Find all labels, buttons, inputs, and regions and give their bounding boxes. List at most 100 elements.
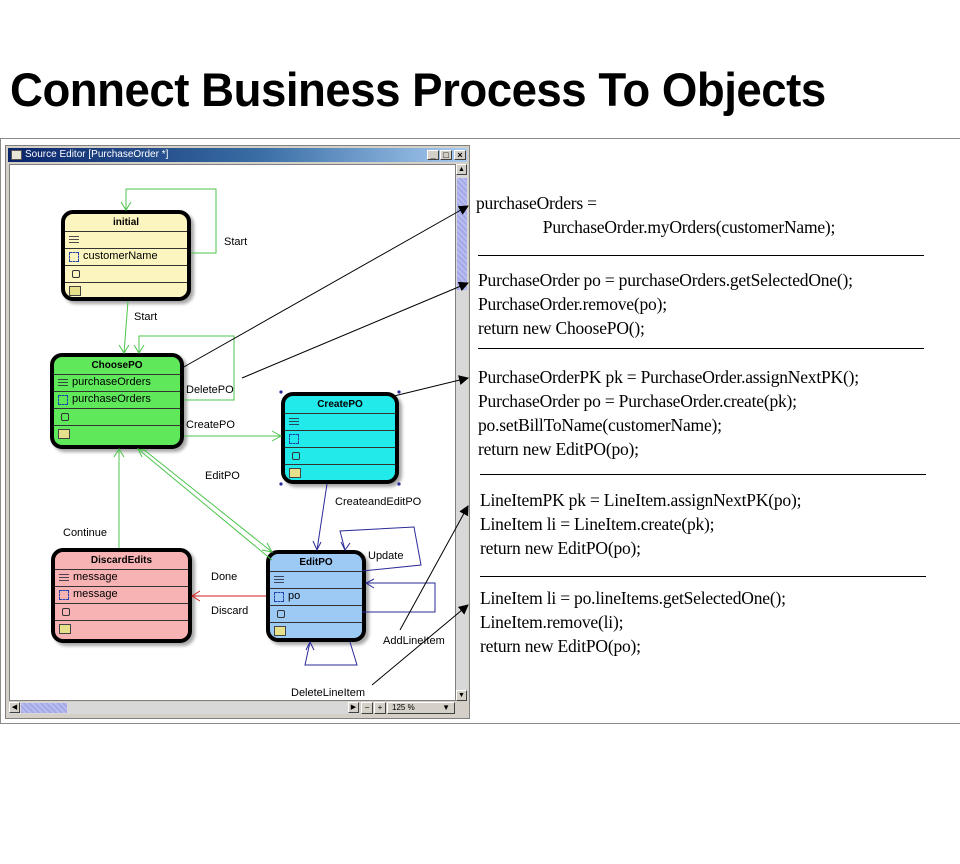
selection-handle [279,482,283,486]
transition-label-create-po[interactable]: CreatePO [186,419,235,431]
state-row-data[interactable] [270,605,362,622]
horizontal-scrollbar[interactable]: ◀ ▶ [9,702,359,714]
code-block-start: purchaseOrders = PurchaseOrder.myOrders(… [476,193,836,237]
arrowhead [191,590,201,602]
scroll-up-button[interactable]: ▲ [456,164,467,175]
state-row-actions[interactable] [65,231,187,248]
state-row-pages[interactable] [285,464,395,480]
state-row-actions[interactable] [270,571,362,588]
list-icon [59,572,69,583]
page-icon [59,623,71,634]
state-name: initial [112,217,140,228]
state-row-variables[interactable]: purchaseOrders [54,391,180,408]
scroll-right-button[interactable]: ▶ [348,702,359,713]
transition-label-edit-po[interactable]: EditPO [205,470,240,482]
transition-create-and-edit-po [316,483,328,551]
separator [478,255,924,256]
state-row-variables[interactable] [285,430,395,447]
database-icon [277,609,285,618]
state-name: EditPO [299,557,333,568]
list-icon [289,416,299,427]
database-icon [61,412,69,421]
window-title: Source Editor [PurchaseOrder *] [25,149,169,160]
scroll-left-button[interactable]: ◀ [9,702,20,713]
database-icon [72,269,80,278]
arrowhead [364,578,375,589]
page-icon [69,285,81,296]
transition-start [123,300,129,354]
transition-start-loop [125,188,217,254]
selection-handle [397,482,401,486]
code-block-create-po: PurchaseOrderPK pk = PurchaseOrder.assig… [478,367,859,459]
page-icon [58,428,70,439]
database-icon [292,451,300,460]
state-edit-po[interactable]: EditPO po [266,550,366,642]
transition-label-done[interactable]: Done [211,571,238,583]
arrowhead [137,448,148,458]
code-block-delete-line-item: LineItem li = po.lineItems.getSelectedOn… [480,588,786,656]
selection-handle [397,390,401,394]
horizontal-scroll-thumb[interactable] [21,703,67,713]
maximize-button[interactable]: □ [440,150,452,160]
arrowhead [118,344,130,354]
state-row-actions[interactable] [285,413,395,430]
zoom-in-button[interactable]: + [374,702,386,714]
state-row-pages[interactable] [55,620,188,637]
state-choose-po[interactable]: ChoosePO purchaseOrders purchaseOrders [50,353,184,449]
state-row-actions[interactable]: purchaseOrders [54,374,180,391]
page-icon [289,467,301,478]
zoom-out-button[interactable]: − [361,702,373,714]
zoom-level-select[interactable]: 125 %▼ [387,702,455,714]
state-row-data[interactable] [285,447,395,464]
state-create-po[interactable]: CreatePO [281,392,399,484]
vertical-scroll-thumb[interactable] [457,178,467,290]
vertical-scrollbar[interactable]: ▲ ▼ [456,164,468,701]
transition-label-continue[interactable]: Continue [63,527,108,539]
window-titlebar[interactable]: Source Editor [PurchaseOrder *] _ □ × [8,148,467,162]
state-row-actions[interactable]: message [55,569,188,586]
state-row-variables[interactable]: customerName [65,248,187,265]
transition-label-update[interactable]: Update [368,550,404,562]
code-block-delete-po: PurchaseOrder po = purchaseOrders.getSel… [478,270,853,338]
transition-label-create-and-edit-po[interactable]: CreateandEditPO [335,496,422,508]
state-name: CreatePO [317,399,363,410]
list-icon [58,377,68,388]
arrowhead [340,541,351,551]
state-row-data[interactable] [65,265,187,282]
transition-edit-po [142,448,273,553]
transition-update [339,526,422,572]
separator [478,348,924,349]
state-row-pages[interactable] [54,425,180,442]
state-discard-edits[interactable]: DiscardEdits message message [51,548,192,643]
transition-delete-line-item [304,641,358,666]
minimize-button[interactable]: _ [427,150,439,160]
arrowhead [261,542,273,553]
variable-icon [58,394,68,405]
state-row-data[interactable] [54,408,180,425]
dropdown-arrow-icon: ▼ [442,703,450,712]
state-row-pages[interactable] [270,622,362,638]
state-row-variables[interactable]: po [270,588,362,605]
transition-label-delete-line-item[interactable]: DeleteLineItem [291,687,365,699]
database-icon [62,607,70,616]
state-row-pages[interactable] [65,282,187,297]
transition-label-discard[interactable]: Discard [211,605,249,617]
arrowhead [133,344,145,354]
arrowhead [271,430,283,442]
page-icon [274,625,286,636]
close-button[interactable]: × [454,150,466,160]
slide-title: Connect Business Process To Objects [10,63,826,116]
state-row-variables[interactable]: message [55,586,188,603]
transition-edit-po-back [137,448,273,561]
separator [480,576,926,577]
scroll-down-button[interactable]: ▼ [456,690,467,701]
variable-icon [289,433,299,444]
arrowhead [113,448,125,458]
transition-label-delete-po[interactable]: DeletePO [186,384,234,396]
diagram-canvas[interactable]: initial customerName ChoosePO purchaseOr… [9,164,456,701]
variable-icon [59,589,69,600]
state-row-data[interactable] [55,603,188,620]
transition-label-start[interactable]: Start [134,311,158,323]
state-name: ChoosePO [91,360,143,371]
separator [480,474,926,475]
